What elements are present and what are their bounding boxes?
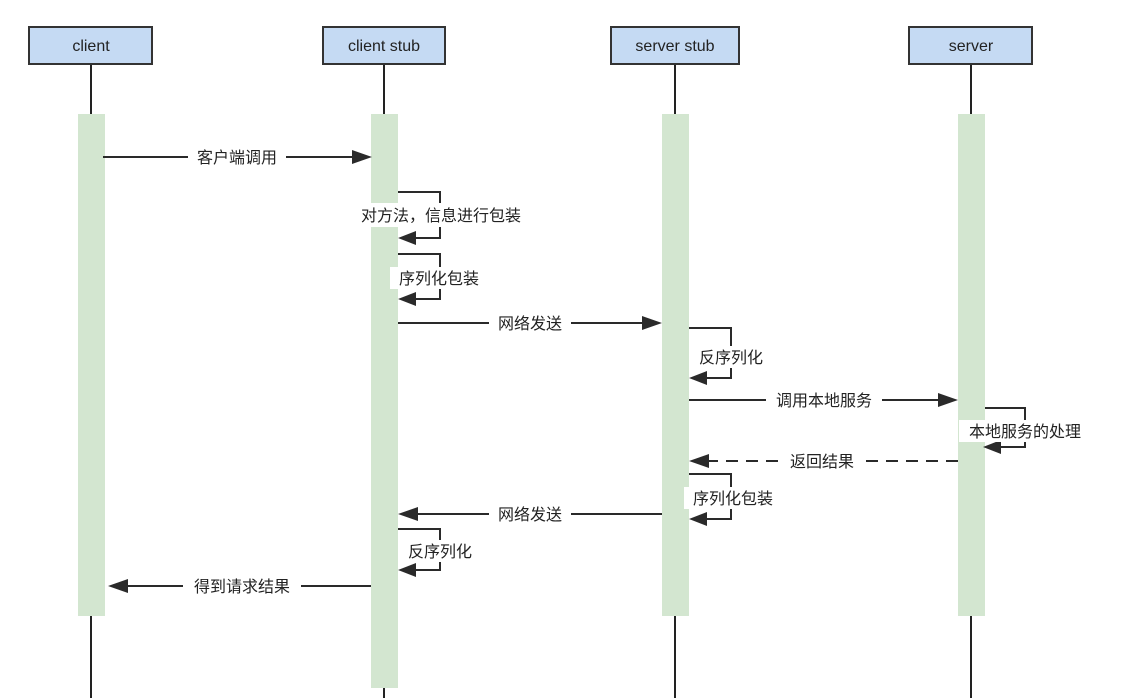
actor-server-label: server [949, 38, 994, 55]
message-get-result: 得到请求结果 [108, 575, 371, 597]
message-label: 本地服务的处理 [969, 422, 1081, 441]
message-network-send-request: 网络发送 [398, 312, 662, 334]
self-message-serialize: 序列化包装 [390, 253, 488, 306]
self-message-deserialize-response: 反序列化 [398, 528, 479, 577]
actor-client-label: client [72, 38, 110, 55]
message-return-result: 返回结果 [689, 450, 958, 472]
self-message-serialize-response: 序列化包装 [684, 473, 782, 526]
message-label: 反序列化 [408, 542, 472, 561]
activation-client [78, 114, 105, 616]
message-client-call: 客户端调用 [103, 146, 372, 168]
message-label: 网络发送 [498, 505, 562, 524]
message-label: 得到请求结果 [194, 577, 290, 596]
actor-server-stub-label: server stub [635, 38, 714, 55]
self-message-local-processing: 本地服务的处理 [959, 407, 1091, 454]
message-label: 对方法，信息进行包装 [361, 206, 521, 225]
message-label: 反序列化 [699, 348, 763, 367]
message-label: 客户端调用 [197, 148, 277, 167]
activation-server [958, 114, 985, 616]
message-network-send-response: 网络发送 [398, 503, 662, 525]
message-label: 序列化包装 [399, 269, 479, 288]
actor-client-stub-label: client stub [348, 38, 420, 55]
message-label: 调用本地服务 [776, 391, 872, 410]
actor-client-stub: client stub [322, 26, 446, 65]
activation-server-stub [662, 114, 689, 616]
message-call-local-service: 调用本地服务 [689, 389, 958, 411]
message-label: 返回结果 [790, 452, 854, 471]
actor-server-stub: server stub [610, 26, 740, 65]
activation-client-stub [371, 114, 398, 688]
message-label: 序列化包装 [693, 489, 773, 508]
actor-server: server [908, 26, 1033, 65]
self-message-deserialize-request: 反序列化 [689, 327, 770, 385]
message-label: 网络发送 [498, 314, 562, 333]
actor-client: client [28, 26, 153, 65]
self-message-wrap-method: 对方法，信息进行包装 [343, 191, 539, 245]
